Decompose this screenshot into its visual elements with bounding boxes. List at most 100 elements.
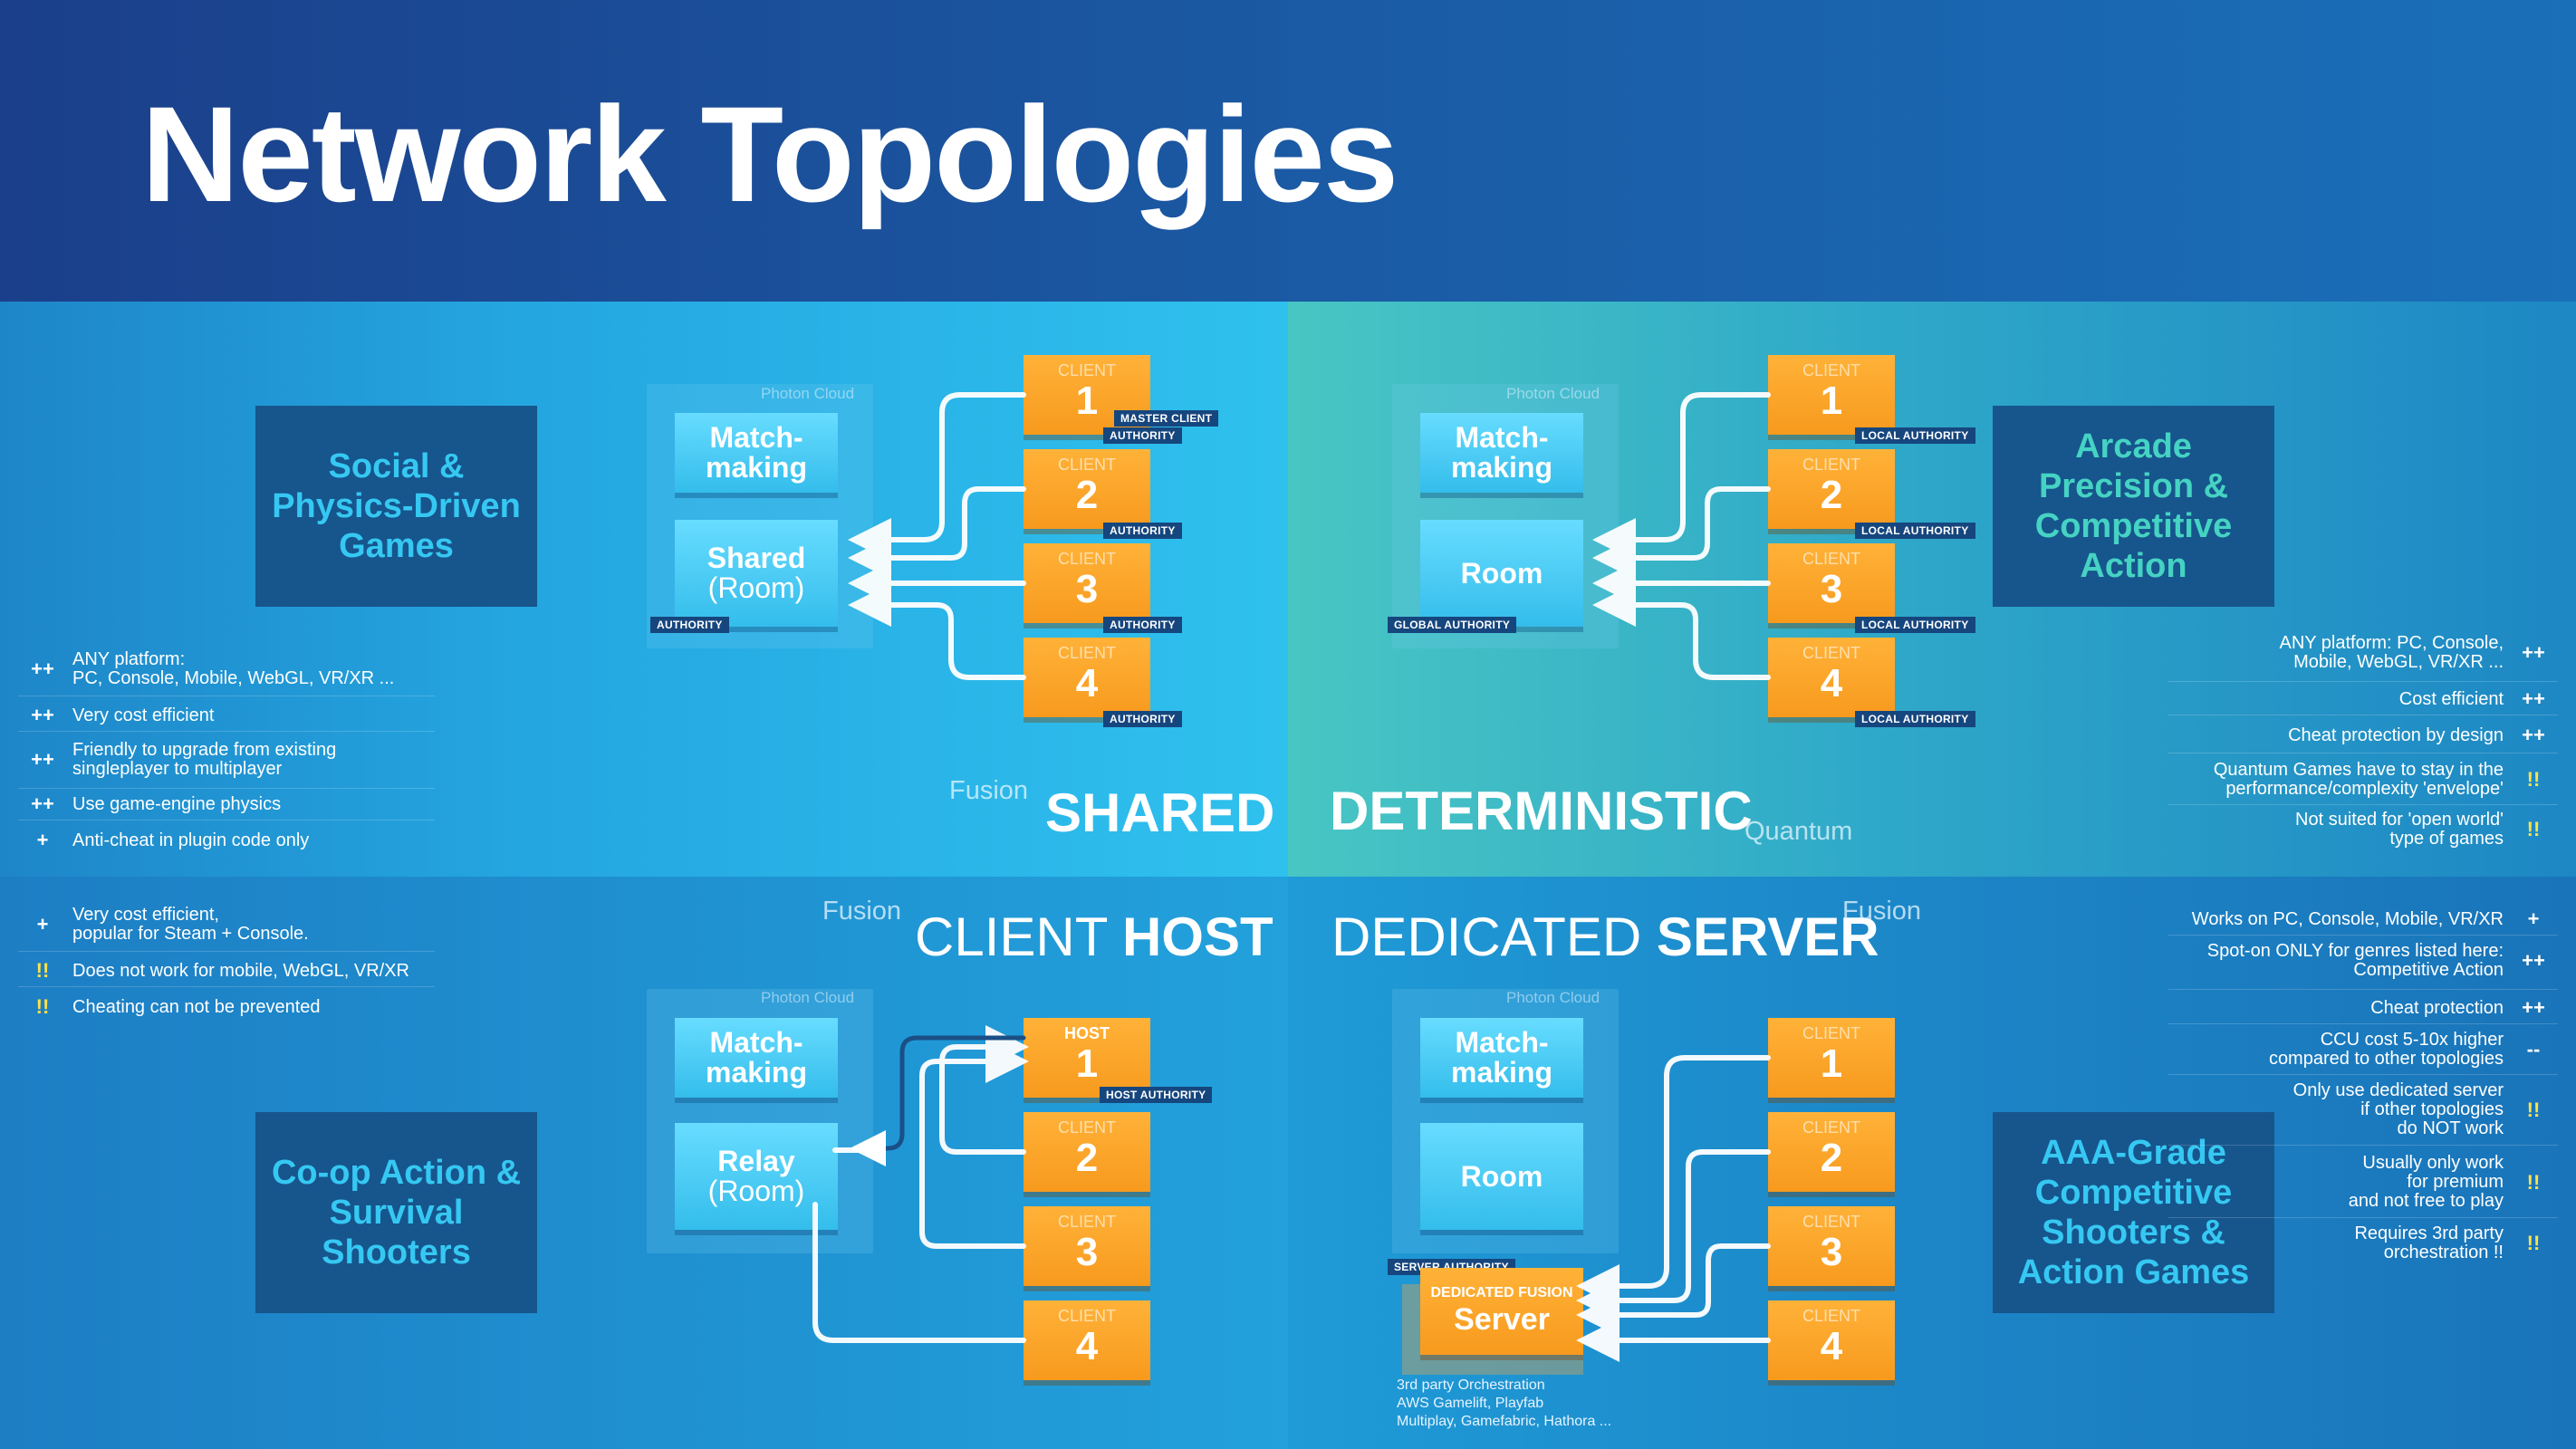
client-number: 1 <box>1075 1041 1099 1086</box>
dedicated-matchmaking-box: Match- making <box>1420 1018 1583 1098</box>
feature-divider <box>2168 989 2558 990</box>
orchestration-line-3: Multiplay, Gamefabric, Hathora ... <box>1397 1414 1612 1429</box>
feature-text: Quantum Games have to stay in the perfor… <box>2213 760 2504 799</box>
feature-divider <box>2168 1074 2558 1075</box>
deterministic-room-label: Room <box>1460 556 1543 590</box>
feature-mark: !! <box>2526 1170 2541 1194</box>
orchestration-line-2: AWS Gamelift, Playfab <box>1397 1396 1544 1411</box>
shared-room-box: Shared (Room) <box>675 520 838 627</box>
shared-feature-3: ++ Friendly to upgrade from existing sing… <box>20 741 336 779</box>
client-number: 3 <box>1820 1230 1843 1274</box>
feature-mark: + <box>36 913 49 936</box>
client-label: CLIENT <box>1057 550 1116 568</box>
feature-text: Anti-cheat in plugin code only <box>72 830 310 850</box>
feature-mark: !! <box>2526 1232 2541 1254</box>
shared-client-1-authority-badge: AUTHORITY <box>1103 427 1182 444</box>
shared-feature-1: ++ANY platform: PC, Console, Mobile, Web… <box>20 650 394 688</box>
feature-mark: + <box>2527 907 2540 930</box>
shared-genre-box: Social & Physics-Driven Games <box>255 406 537 607</box>
deterministic-client-2-badge: LOCAL AUTHORITY <box>1855 523 1975 539</box>
deterministic-client-3-badge: LOCAL AUTHORITY <box>1855 617 1975 633</box>
client-number: 2 <box>1820 1136 1843 1180</box>
client-label: CLIENT <box>1802 456 1860 474</box>
dedicated-feature-3: Cheat protection ++ <box>2370 996 2556 1020</box>
feature-mark: !! <box>35 959 50 982</box>
deterministic-feature-2: Cost efficient++ <box>2399 687 2556 711</box>
feature-mark: ++ <box>2522 996 2545 1019</box>
relay-sublabel: (Room) <box>707 1175 805 1207</box>
client-number: 1 <box>1075 379 1099 423</box>
feature-text: Does not work for mobile, WebGL, VR/XR <box>72 960 409 981</box>
feature-text: Cheat protection <box>2370 997 2504 1018</box>
feature-text: Requires 3rd party orchestration !! <box>2354 1223 2504 1262</box>
client-label: CLIENT <box>1802 361 1860 379</box>
dedicated-server-box: DEDICATED FUSION Server <box>1420 1268 1583 1355</box>
deterministic-genre-box: Arcade Precision & Competitive Action <box>1993 406 2274 607</box>
feature-text: Very cost efficient, popular for Steam +… <box>72 905 309 944</box>
client-number: 3 <box>1820 567 1843 611</box>
client-number: 3 <box>1075 567 1099 611</box>
feature-text: ANY platform: PC, Console, Mobile, WebGL… <box>72 649 395 688</box>
dedicated-title-bold: SERVER <box>1656 907 1879 967</box>
client-label: CLIENT <box>1057 361 1116 379</box>
shared-product-label: Fusion <box>949 776 1029 805</box>
feature-mark: -- <box>2526 1038 2541 1060</box>
feature-mark: ++ <box>2522 949 2545 972</box>
feature-mark: ++ <box>2522 641 2545 664</box>
dedicated-room-label: Room <box>1460 1159 1543 1193</box>
client-host-arrows <box>812 1025 1029 1343</box>
client-host-title-bold: HOST <box>1121 907 1274 967</box>
client-label: CLIENT <box>1057 1307 1116 1325</box>
deterministic-feature-1: ANY platform: PC, Console, Mobile, WebGL… <box>2279 634 2556 672</box>
dedicated-product-label: Fusion <box>1842 897 1922 926</box>
client-label: CLIENT <box>1802 644 1860 662</box>
shared-topology-title: SHARED <box>1045 786 1274 840</box>
host-label: HOST <box>1063 1024 1110 1042</box>
shared-feature-4: ++Use game-engine physics <box>20 792 281 816</box>
client-label: CLIENT <box>1802 550 1860 568</box>
feature-mark: !! <box>2526 818 2541 840</box>
shared-cloud-label: Photon Cloud <box>761 385 855 402</box>
feature-text: Friendly to upgrade from existing single… <box>72 740 337 779</box>
feature-text: Cheat protection by design <box>2288 724 2504 745</box>
client-number: 1 <box>1820 1041 1843 1086</box>
feature-text: Cheating can not be prevented <box>72 996 321 1017</box>
dedicated-feature-5: Only use dedicated server if other topol… <box>2293 1081 2556 1138</box>
client-label: CLIENT <box>1057 456 1116 474</box>
shared-arrows <box>848 392 1026 680</box>
dedicated-feature-7: Requires 3rd party orchestration !!!! <box>2354 1224 2556 1262</box>
client-host-product-label: Fusion <box>822 897 902 926</box>
client-number: 4 <box>1820 1324 1843 1368</box>
deterministic-client-1-badge: LOCAL AUTHORITY <box>1855 427 1975 444</box>
orchestration-line-1: 3rd party Orchestration <box>1397 1377 1545 1393</box>
feature-text: Not suited for 'open world' type of game… <box>2295 810 2504 849</box>
client-host-cloud-label: Photon Cloud <box>761 989 855 1006</box>
shared-room-label: Shared <box>706 542 806 574</box>
feature-divider <box>18 951 435 952</box>
deterministic-arrows <box>1592 392 1771 680</box>
feature-mark: ++ <box>31 748 54 771</box>
feature-mark: ++ <box>2522 687 2545 710</box>
client-label: CLIENT <box>1802 1213 1860 1231</box>
deterministic-feature-3: Cheat protection by design ++ <box>2288 724 2556 747</box>
feature-mark: ++ <box>2522 724 2545 746</box>
feature-divider <box>2168 935 2558 936</box>
deterministic-client-4-badge: LOCAL AUTHORITY <box>1855 711 1975 727</box>
feature-divider <box>18 731 435 732</box>
dedicated-feature-2: Spot-on ONLY for genres listed here: Com… <box>2207 942 2556 980</box>
client-number: 2 <box>1075 1136 1099 1180</box>
feature-divider <box>18 986 435 987</box>
shared-master-client-badge: MASTER CLIENT <box>1114 410 1219 427</box>
client-number: 2 <box>1075 473 1099 517</box>
deterministic-matchmaking-box: Match- making <box>1420 413 1583 493</box>
deterministic-feature-4: Quantum Games have to stay in the perfor… <box>2214 761 2556 799</box>
client-host-feature-2: !! Does not work for mobile, WebGL, VR/XR <box>20 959 409 983</box>
shared-room-authority-badge: AUTHORITY <box>650 617 729 633</box>
